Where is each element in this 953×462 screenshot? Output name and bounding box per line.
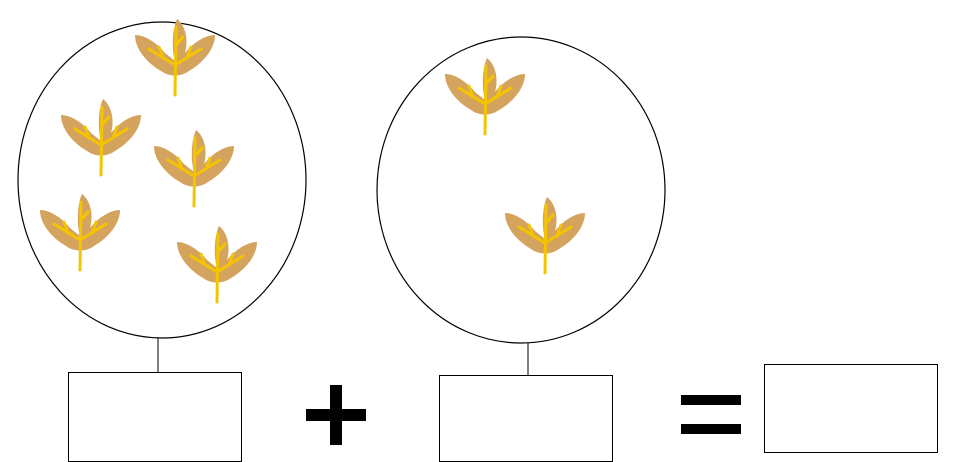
maple-leaf-icon bbox=[61, 99, 141, 175]
maple-leaf-icon bbox=[154, 130, 234, 206]
maple-leaf-icon bbox=[40, 194, 120, 270]
equals-sign bbox=[681, 395, 741, 434]
maple-leaf-icon bbox=[177, 226, 257, 302]
maple-leaf-icon bbox=[505, 197, 585, 273]
maple-leaf-icon bbox=[135, 19, 215, 95]
second-count-box[interactable] bbox=[439, 375, 613, 462]
second-group bbox=[377, 37, 665, 375]
first-group bbox=[18, 19, 306, 372]
plus-sign bbox=[306, 385, 366, 445]
result-box[interactable] bbox=[764, 364, 938, 453]
first-count-box[interactable] bbox=[68, 372, 242, 462]
maple-leaf-icon bbox=[445, 58, 525, 134]
